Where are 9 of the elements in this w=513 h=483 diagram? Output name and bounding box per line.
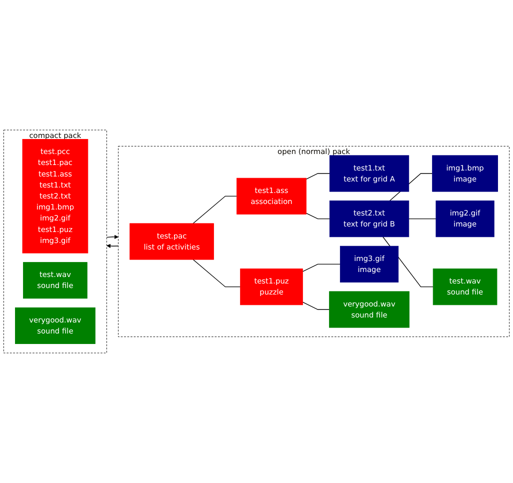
connector xyxy=(192,259,241,288)
connector xyxy=(306,212,330,220)
connector xyxy=(192,196,238,224)
connector xyxy=(408,218,436,220)
connector xyxy=(306,173,330,180)
arrow xyxy=(106,234,118,239)
arrow xyxy=(106,244,119,248)
connector xyxy=(302,264,341,272)
connector xyxy=(302,302,330,310)
